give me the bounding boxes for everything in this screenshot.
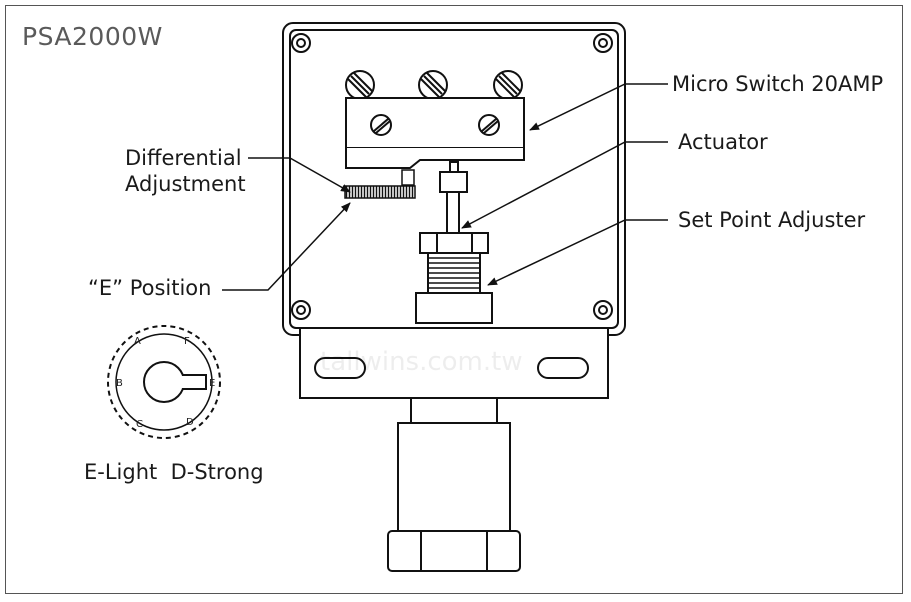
- diagram-title: PSA2000W: [22, 22, 163, 51]
- dial-letter-e: E: [209, 378, 215, 389]
- label-actuator: Actuator: [678, 130, 768, 154]
- e-position-dial: A F B E C D: [107, 325, 221, 439]
- label-micro-switch: Micro Switch 20AMP: [672, 72, 884, 96]
- corner-screw-bottom-right: [593, 300, 613, 320]
- actuator-plunger: [439, 161, 468, 235]
- label-differential-line1: Differential: [125, 146, 242, 170]
- diagram-frame: [5, 5, 903, 594]
- corner-screw-top-right: [593, 33, 613, 53]
- terminal-screw-1: [345, 70, 375, 100]
- label-e-position: “E” Position: [88, 276, 212, 300]
- differential-wheel: [344, 169, 416, 199]
- pressure-port: [387, 397, 521, 572]
- dial-letter-c: C: [136, 419, 143, 430]
- dial-letter-b: B: [116, 378, 123, 389]
- leader-lines: [222, 83, 668, 291]
- watermark-text: tallwins.com.tw: [320, 347, 523, 377]
- dial-letter-d: D: [186, 417, 194, 428]
- corner-screw-bottom-left: [291, 300, 311, 320]
- micro-switch: [345, 70, 525, 169]
- set-point-adjuster: [415, 232, 493, 324]
- label-dial-legend: E-Light D-Strong: [84, 460, 264, 484]
- label-differential-line2: Adjustment: [125, 172, 246, 196]
- label-set-point-adjuster: Set Point Adjuster: [678, 208, 866, 232]
- terminal-screw-2: [418, 70, 448, 100]
- dial-letter-f: F: [184, 336, 190, 347]
- dial-letter-a: A: [134, 336, 141, 347]
- terminal-screw-3: [493, 70, 523, 100]
- corner-screw-top-left: [291, 33, 311, 53]
- mounting-bracket: [299, 327, 609, 399]
